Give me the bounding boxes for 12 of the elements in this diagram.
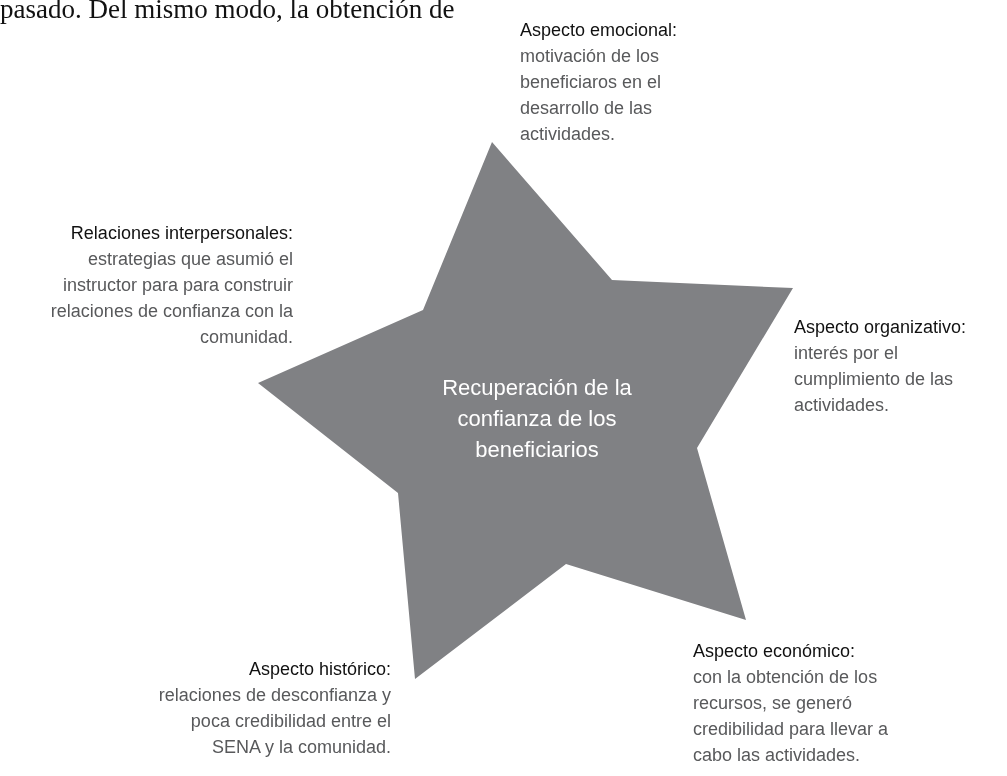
- aspect-heading: Aspecto organizativo:: [794, 316, 968, 339]
- aspect-heading: Aspecto emocional:: [520, 19, 679, 42]
- aspect-description: interés por el cumplimiento de las actividades.: [794, 342, 955, 417]
- aspect-description: motivación de los beneficiaros en el desarrollo de las actividades.: [520, 45, 663, 146]
- body-text: pasado. Del mismo modo, la obtención de: [0, 0, 455, 24]
- aspect-heading: Aspecto económico:: [693, 640, 857, 663]
- aspect-heading: Relaciones interpersonales:: [70, 222, 293, 245]
- aspect-description: relaciones de desconfianza y poca credibilidad entre el SENA y la comunidad.: [157, 684, 391, 759]
- aspect-description: con la obtención de los recursos, se generó credibilidad para llevar a cabo las actividades.: [693, 666, 890, 767]
- aspect-description: estrategias que asumió el instructor para para construir relaciones de confianza con la comunidad.: [49, 248, 293, 349]
- star-text: Recuperación de la confianza de los beneficiarios: [441, 374, 633, 464]
- aspect-heading: Aspecto histórico:: [248, 658, 391, 681]
